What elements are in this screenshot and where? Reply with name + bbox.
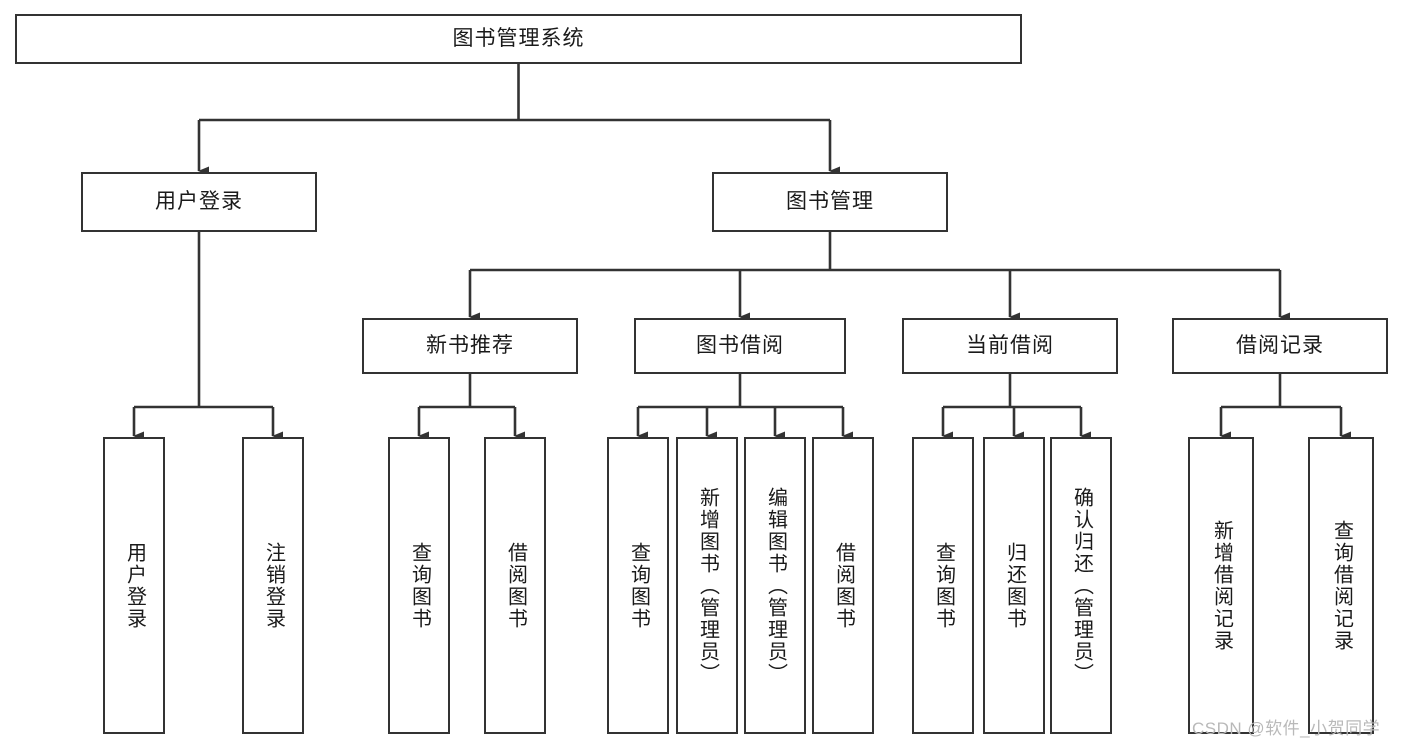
node-leaf-rec-1[interactable]: 新增借阅记录 (1188, 437, 1254, 734)
watermark-label: CSDN @软件_小贺同学 (1192, 719, 1381, 738)
node-borrow[interactable]: 图书借阅 (634, 318, 846, 374)
node-newbook[interactable]: 新书推荐 (362, 318, 578, 374)
node-leaf-cur-3[interactable]: 确认归还（管理员） (1050, 437, 1112, 734)
node-bookmgmt[interactable]: 图书管理 (712, 172, 948, 232)
node-leaf-bor-4[interactable]: 借阅图书 (812, 437, 874, 734)
node-records[interactable]: 借阅记录 (1172, 318, 1388, 374)
node-leaf-new-1[interactable]: 查询图书 (388, 437, 450, 734)
node-label: 图书借阅 (696, 334, 784, 358)
node-label: 查询借阅记录 (1330, 519, 1353, 652)
node-label: 查询图书 (408, 541, 431, 630)
node-label: 借阅图书 (832, 541, 855, 630)
node-label: 查询图书 (932, 541, 955, 630)
node-leaf-login-1[interactable]: 用户登录 (103, 437, 165, 734)
node-label: 新增图书（管理员） (696, 486, 719, 685)
node-label: 当前借阅 (966, 334, 1054, 358)
node-label: 图书管理系统 (452, 27, 585, 51)
node-label: 用户登录 (155, 190, 243, 214)
node-leaf-bor-3[interactable]: 编辑图书（管理员） (744, 437, 806, 734)
node-label: 借阅记录 (1236, 334, 1324, 358)
node-leaf-bor-2[interactable]: 新增图书（管理员） (676, 437, 738, 734)
node-root[interactable]: 图书管理系统 (15, 14, 1022, 64)
node-label: 编辑图书（管理员） (764, 486, 787, 685)
node-label: 查询图书 (627, 541, 650, 630)
node-label: 借阅图书 (504, 541, 527, 630)
edge-group (132, 64, 1351, 441)
node-leaf-bor-1[interactable]: 查询图书 (607, 437, 669, 734)
node-leaf-cur-2[interactable]: 归还图书 (983, 437, 1045, 734)
node-login[interactable]: 用户登录 (81, 172, 317, 232)
node-label: 归还图书 (1003, 541, 1026, 630)
node-leaf-login-2[interactable]: 注销登录 (242, 437, 304, 734)
node-leaf-rec-2[interactable]: 查询借阅记录 (1308, 437, 1374, 734)
node-label: 确认归还（管理员） (1070, 486, 1093, 685)
node-label: 用户登录 (123, 541, 146, 630)
node-leaf-new-2[interactable]: 借阅图书 (484, 437, 546, 734)
node-leaf-cur-1[interactable]: 查询图书 (912, 437, 974, 734)
node-label: 注销登录 (262, 541, 285, 630)
node-label: 新增借阅记录 (1210, 519, 1233, 652)
node-label: 新书推荐 (426, 334, 514, 358)
node-current[interactable]: 当前借阅 (902, 318, 1118, 374)
node-label: 图书管理 (786, 190, 874, 214)
